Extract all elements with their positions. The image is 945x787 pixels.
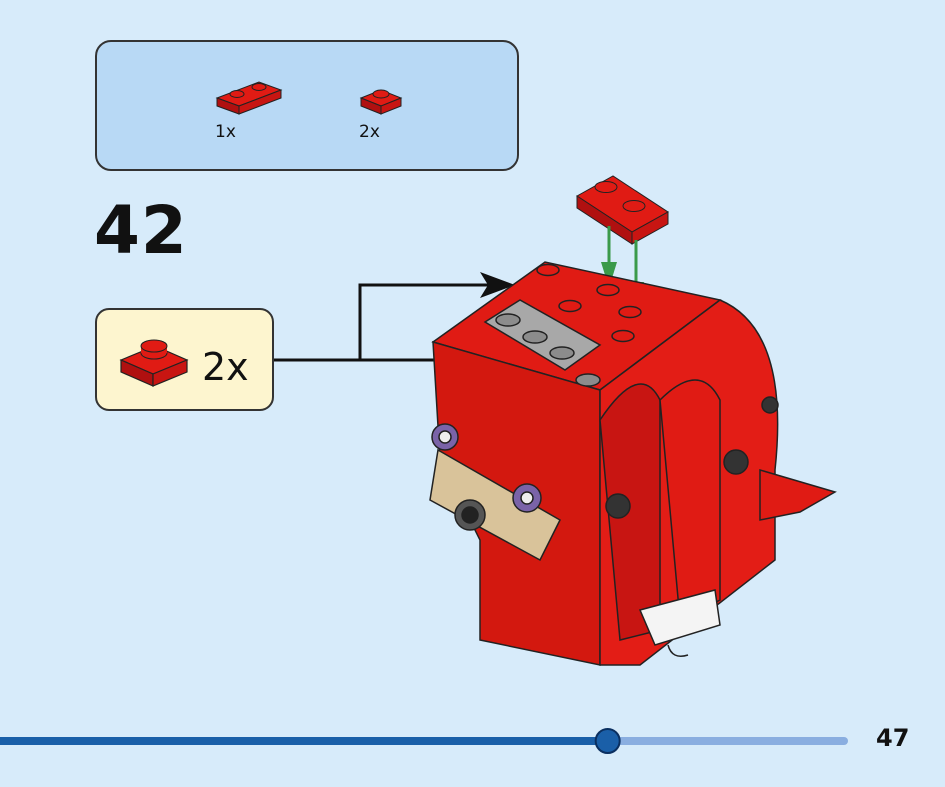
part-qty: 2x <box>359 122 380 142</box>
step-number: 42 <box>94 192 188 269</box>
subassembly-qty: 2x <box>202 345 249 389</box>
red-plate-1x1-icon <box>119 339 189 387</box>
arrow-head <box>601 262 617 288</box>
floating-plate-1x2 <box>576 175 669 245</box>
page-number: 47 <box>876 724 910 752</box>
parts-icons <box>215 81 403 115</box>
red-plate-1x1-icon <box>359 89 403 115</box>
progress-marker <box>594 728 621 754</box>
parts-list-box: 1x 2x <box>95 40 519 171</box>
subassembly-icon-wrap <box>119 339 189 387</box>
fish-head-model <box>429 261 837 666</box>
red-plate-1x2-icon <box>215 81 283 115</box>
placement-arrows <box>607 226 638 285</box>
subassembly-callout: 2x <box>95 308 274 411</box>
part-qty: 1x <box>215 122 236 142</box>
arrow-head <box>480 272 515 298</box>
